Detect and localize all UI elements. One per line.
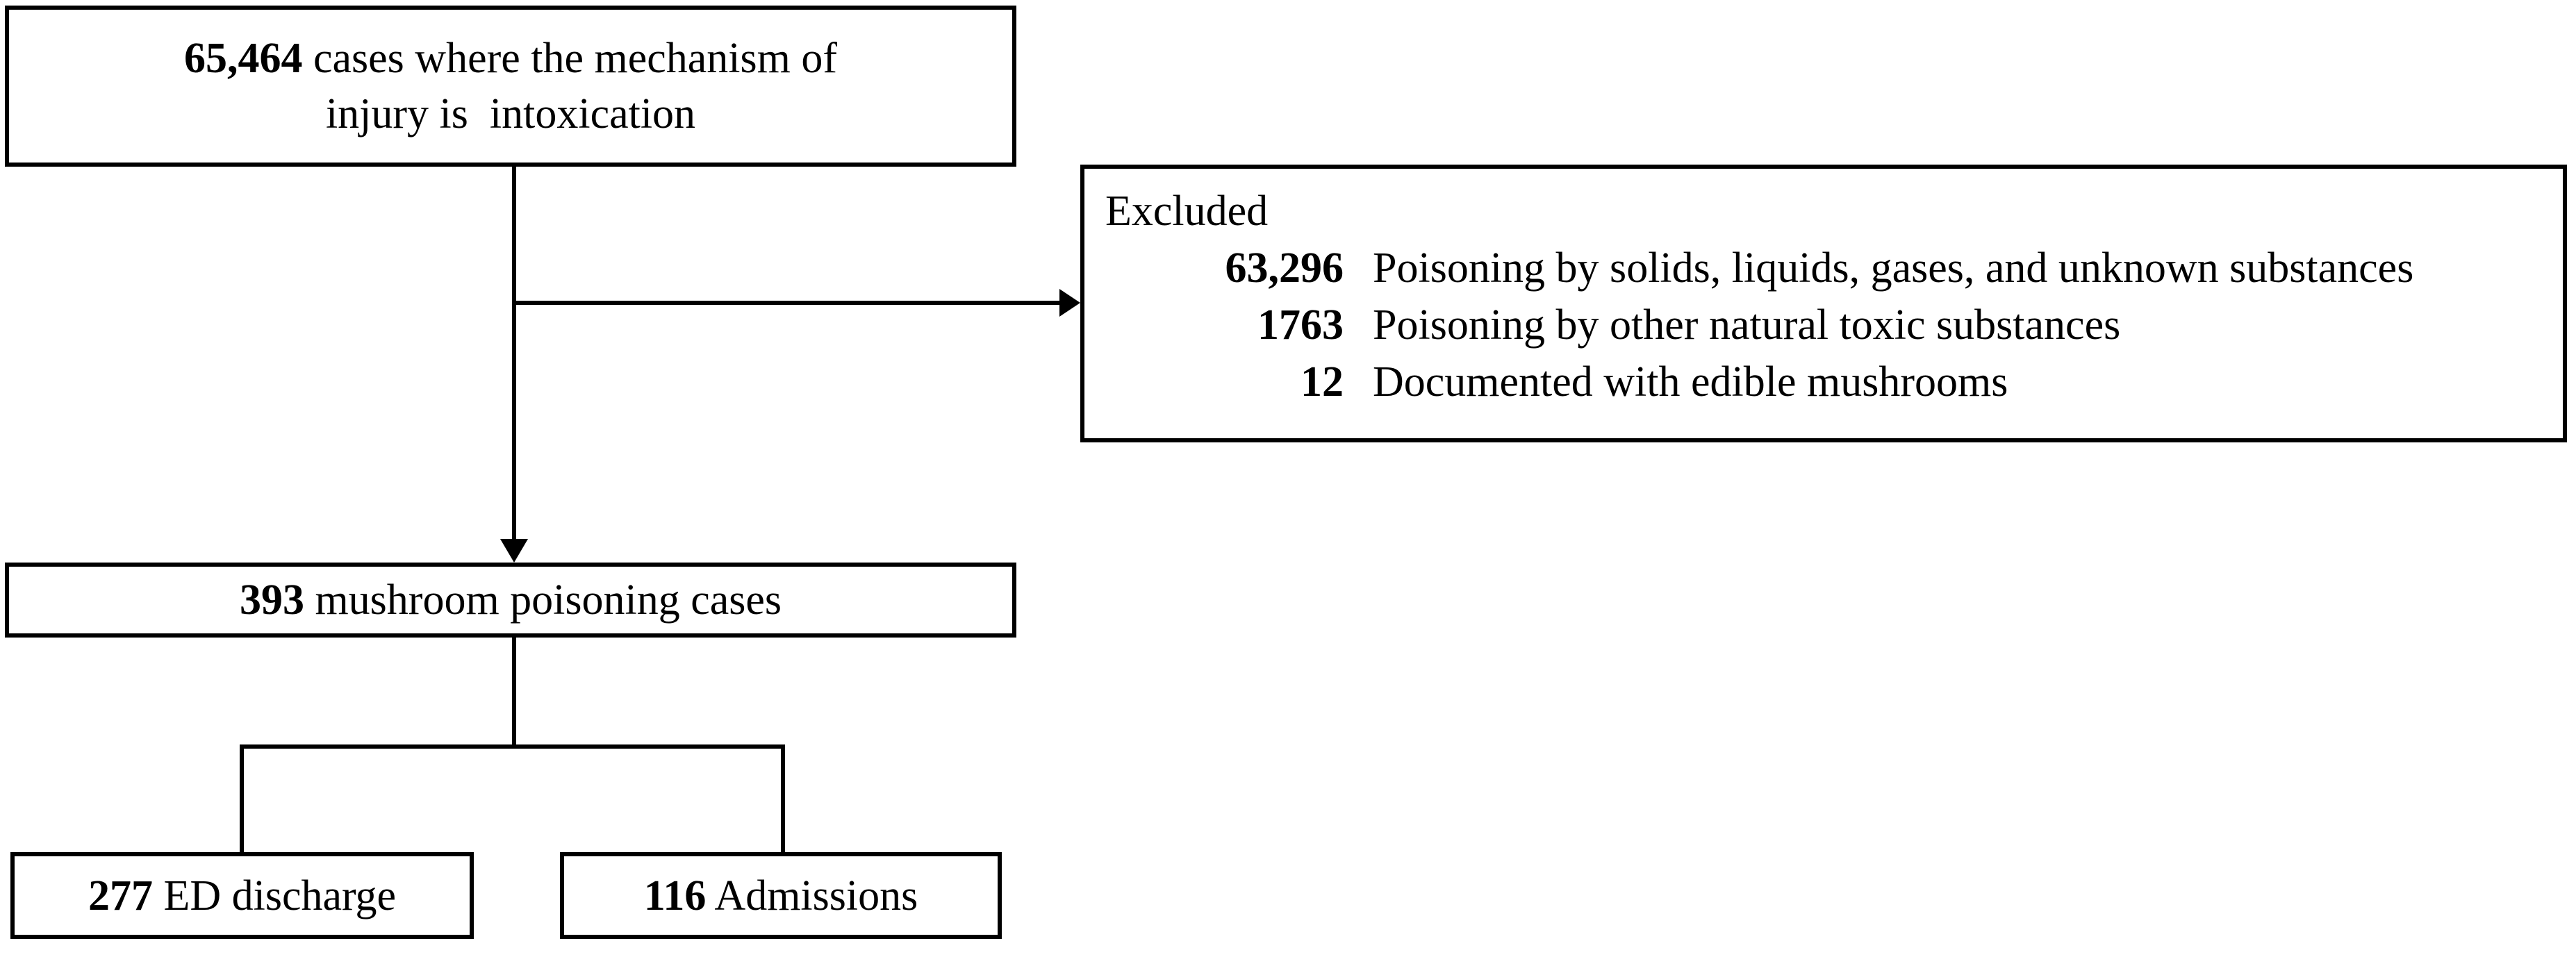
total-cases-count: 65,464 (183, 35, 303, 82)
connector-split-bar (240, 744, 785, 749)
connector-top-to-middle (512, 167, 516, 542)
node-admissions: 116 Admissions (560, 852, 1002, 939)
node-excluded: Excluded 63,296 Poisoning by solids, liq… (1080, 165, 2567, 442)
excluded-item-label: Documented with edible mushrooms (1373, 358, 2008, 406)
excluded-item-count: 1763 (1257, 301, 1344, 349)
mushroom-cases-label: mushroom poisoning cases (315, 576, 782, 624)
node-text: 277 ED discharge (88, 868, 396, 924)
arrowhead-right-icon (1059, 289, 1080, 317)
excluded-title: Excluded (1105, 188, 1269, 235)
node-text-line1: 65,464 cases where the mechanism of (184, 31, 837, 86)
excluded-item-label: Poisoning by solids, liquids, gases, and… (1373, 244, 2414, 292)
node-total-intoxication-cases: 65,464 cases where the mechanism of inju… (5, 6, 1016, 167)
ed-discharge-count: 277 (88, 872, 153, 919)
excluded-item: 1763 Poisoning by other natural toxic su… (1105, 297, 2549, 353)
total-cases-label: cases where the mechanism of (313, 35, 838, 82)
connector-middle-to-split (512, 638, 516, 749)
connector-to-excluded (514, 301, 1063, 305)
excluded-item-count: 63,296 (1225, 244, 1344, 292)
excluded-item-count: 12 (1301, 358, 1344, 406)
arrowhead-down-icon (500, 539, 528, 563)
node-text-line2: injury is intoxication (325, 90, 696, 138)
connector-split-to-ed (240, 744, 244, 852)
node-text: 116 Admissions (644, 868, 918, 924)
node-mushroom-poisoning-cases: 393 mushroom poisoning cases (5, 563, 1016, 638)
excluded-item: 12 Documented with edible mushrooms (1105, 353, 2549, 410)
excluded-item-label: Poisoning by other natural toxic substan… (1373, 301, 2121, 349)
admissions-count: 116 (643, 872, 707, 919)
node-text: 393 mushroom poisoning cases (240, 572, 782, 628)
admissions-label: Admissions (714, 872, 918, 919)
mushroom-cases-count: 393 (239, 576, 304, 624)
ed-discharge-label: ED discharge (163, 872, 397, 919)
node-ed-discharge: 277 ED discharge (10, 852, 474, 939)
excluded-item: 63,296 Poisoning by solids, liquids, gas… (1105, 240, 2549, 297)
connector-split-to-admissions (781, 744, 785, 852)
